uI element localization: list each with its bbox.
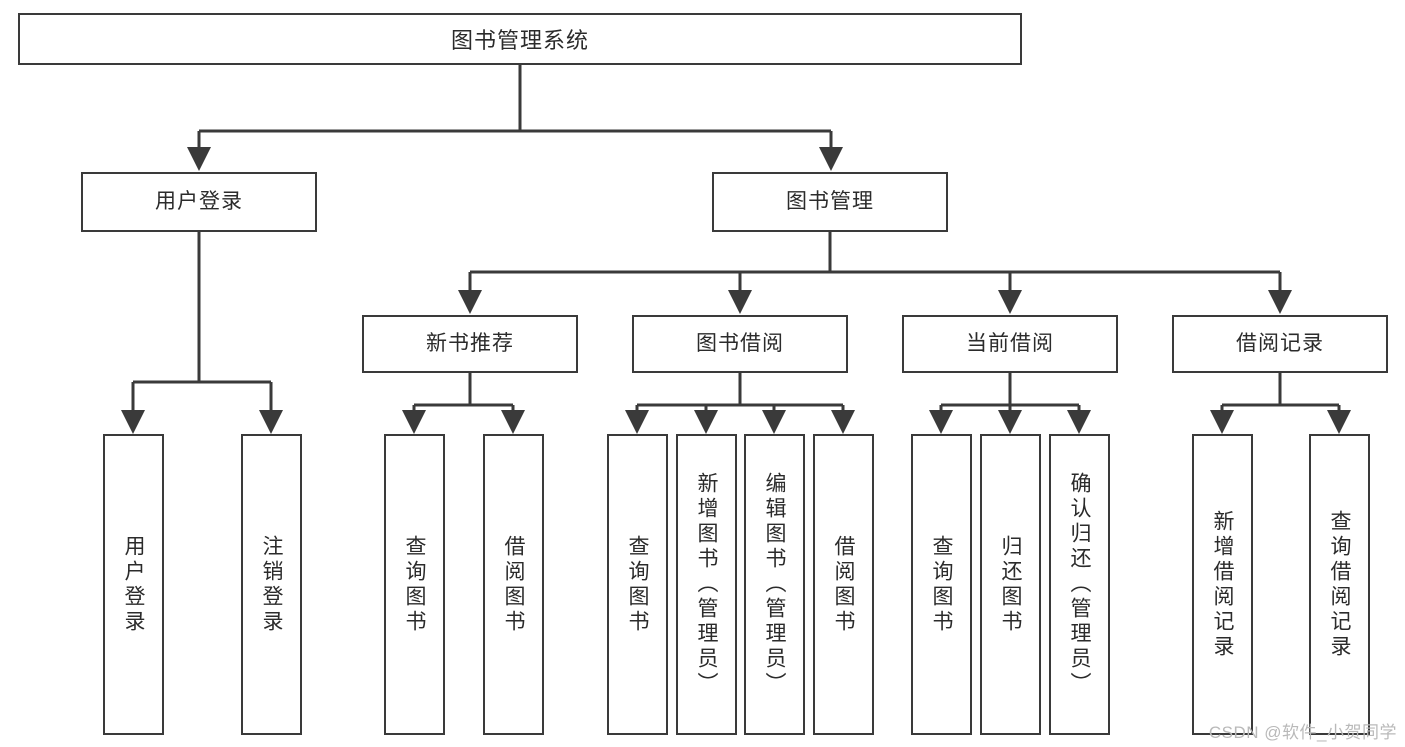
leaf-add-book-label: 新增图书（管理员）: [695, 472, 718, 697]
leaf-logout-login-label: 注销登录: [260, 534, 283, 635]
leaf-add-record-label: 新增借阅记录: [1211, 509, 1234, 660]
leaf-return-book-label: 归还图书: [999, 534, 1022, 635]
leaf-query-book-2[interactable]: 查询图书: [607, 434, 668, 735]
leaf-query-record-label: 查询借阅记录: [1328, 509, 1351, 660]
leaf-confirm-return-label: 确认归还（管理员）: [1068, 472, 1091, 697]
leaf-user-login-label: 用户登录: [122, 534, 145, 635]
leaf-query-book-2-label: 查询图书: [626, 534, 649, 635]
node-current-borrow-label: 当前借阅: [966, 332, 1054, 356]
leaf-borrow-book-2[interactable]: 借阅图书: [813, 434, 874, 735]
node-root-system[interactable]: 图书管理系统: [18, 13, 1022, 65]
leaf-user-login[interactable]: 用户登录: [103, 434, 164, 735]
leaf-query-record[interactable]: 查询借阅记录: [1309, 434, 1370, 735]
node-user-login-label: 用户登录: [155, 190, 243, 214]
leaf-query-book-1[interactable]: 查询图书: [384, 434, 445, 735]
node-root-label: 图书管理系统: [450, 28, 589, 53]
leaf-query-book-3[interactable]: 查询图书: [911, 434, 972, 735]
node-borrow-record[interactable]: 借阅记录: [1172, 315, 1388, 373]
edges-borrowrecord-to-leaves: [1210, 373, 1351, 434]
node-book-management-label: 图书管理: [786, 190, 874, 214]
edges-userlogin-to-leaves: [121, 232, 283, 434]
node-current-borrow[interactable]: 当前借阅: [902, 315, 1118, 373]
edges-root-to-level2: [187, 65, 843, 171]
leaf-edit-book-label: 编辑图书（管理员）: [763, 472, 786, 697]
edges-currentborrow-to-leaves: [929, 373, 1091, 434]
edges-bookmgmt-to-level3: [458, 232, 1292, 314]
edges-newbook-to-leaves: [402, 373, 525, 434]
leaf-query-book-1-label: 查询图书: [403, 534, 426, 635]
edges-bookborrow-to-leaves: [625, 373, 855, 434]
leaf-edit-book[interactable]: 编辑图书（管理员）: [744, 434, 805, 735]
leaf-logout-login[interactable]: 注销登录: [241, 434, 302, 735]
node-book-borrow[interactable]: 图书借阅: [632, 315, 848, 373]
leaf-borrow-book-1[interactable]: 借阅图书: [483, 434, 544, 735]
leaf-return-book[interactable]: 归还图书: [980, 434, 1041, 735]
node-book-management[interactable]: 图书管理: [712, 172, 948, 232]
leaf-query-book-3-label: 查询图书: [930, 534, 953, 635]
node-new-book-recommend-label: 新书推荐: [426, 332, 514, 356]
leaf-borrow-book-2-label: 借阅图书: [832, 534, 855, 635]
node-new-book-recommend[interactable]: 新书推荐: [362, 315, 578, 373]
leaf-borrow-book-1-label: 借阅图书: [502, 534, 525, 635]
node-book-borrow-label: 图书借阅: [696, 332, 784, 356]
node-borrow-record-label: 借阅记录: [1236, 332, 1324, 356]
csdn-watermark: CSDN @软件_小贺同学: [1208, 723, 1397, 742]
leaf-add-record[interactable]: 新增借阅记录: [1192, 434, 1253, 735]
leaf-confirm-return[interactable]: 确认归还（管理员）: [1049, 434, 1110, 735]
node-user-login[interactable]: 用户登录: [81, 172, 317, 232]
leaf-add-book[interactable]: 新增图书（管理员）: [676, 434, 737, 735]
